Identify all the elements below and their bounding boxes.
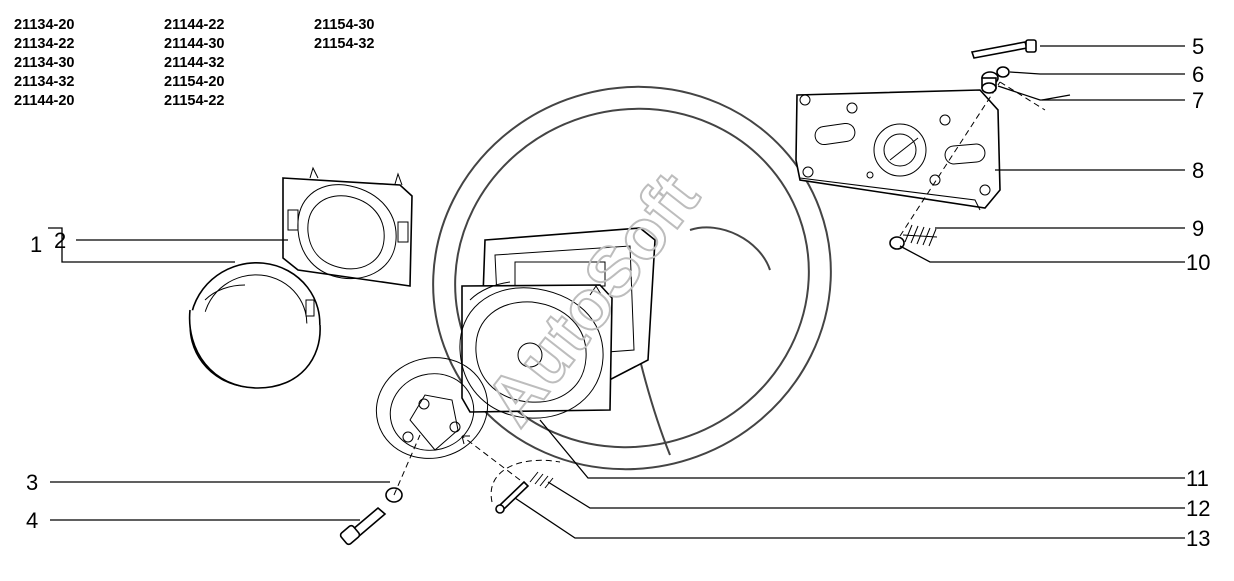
model-code: 21134-32 (14, 74, 75, 90)
horn-bezel-part-11 (459, 281, 613, 419)
callout-labels: 1 2 3 4 5 6 7 8 9 10 11 12 13 (26, 34, 1210, 551)
washer-part-6 (996, 66, 1010, 78)
callout-3: 3 (26, 470, 38, 495)
screw-part-4 (339, 506, 387, 546)
spring-part-9 (902, 224, 938, 247)
contact-plate-part-8 (795, 89, 1001, 211)
model-code: 21154-30 (314, 17, 375, 33)
callout-6: 6 (1192, 62, 1204, 87)
callout-10: 10 (1186, 250, 1210, 275)
callout-7: 7 (1192, 88, 1204, 113)
callout-13: 13 (1186, 526, 1210, 551)
callout-leader-lines (48, 45, 1185, 539)
model-code: 21144-20 (14, 93, 75, 109)
callout-5: 5 (1192, 34, 1204, 59)
trim-ring-part-1 (188, 261, 321, 389)
model-code: 21134-20 (14, 17, 75, 33)
model-code-column-1: 21134-20 21134-22 21134-30 21134-32 2114… (14, 16, 74, 111)
contact-pin-part-13 (495, 480, 530, 514)
bushing-part-7 (981, 71, 999, 94)
model-code-column-3: 21154-30 21154-32 (314, 16, 374, 54)
callout-2: 2 (54, 228, 66, 253)
assembly-guide-lines (393, 81, 1046, 503)
horn-contact-disk (375, 357, 489, 459)
callout-4: 4 (26, 508, 38, 533)
model-code: 21154-22 (164, 93, 225, 109)
callout-11: 11 (1186, 466, 1209, 491)
model-code-column-2: 21144-22 21144-30 21144-32 21154-20 2115… (164, 16, 224, 111)
model-code: 21154-32 (314, 36, 375, 52)
callout-8: 8 (1192, 158, 1204, 183)
callout-12: 12 (1186, 496, 1210, 521)
callout-9: 9 (1192, 216, 1204, 241)
model-code: 21154-20 (164, 74, 225, 90)
callout-1: 1 (30, 232, 42, 257)
horn-shroud-part-2 (282, 166, 413, 287)
screw-part-5 (970, 39, 1037, 59)
model-code: 21144-30 (164, 36, 225, 52)
spring-part-12 (529, 471, 554, 489)
model-code: 21134-22 (14, 36, 75, 52)
model-code: 21144-32 (164, 55, 225, 71)
model-code: 21134-30 (14, 55, 75, 71)
model-code: 21144-22 (164, 17, 225, 33)
